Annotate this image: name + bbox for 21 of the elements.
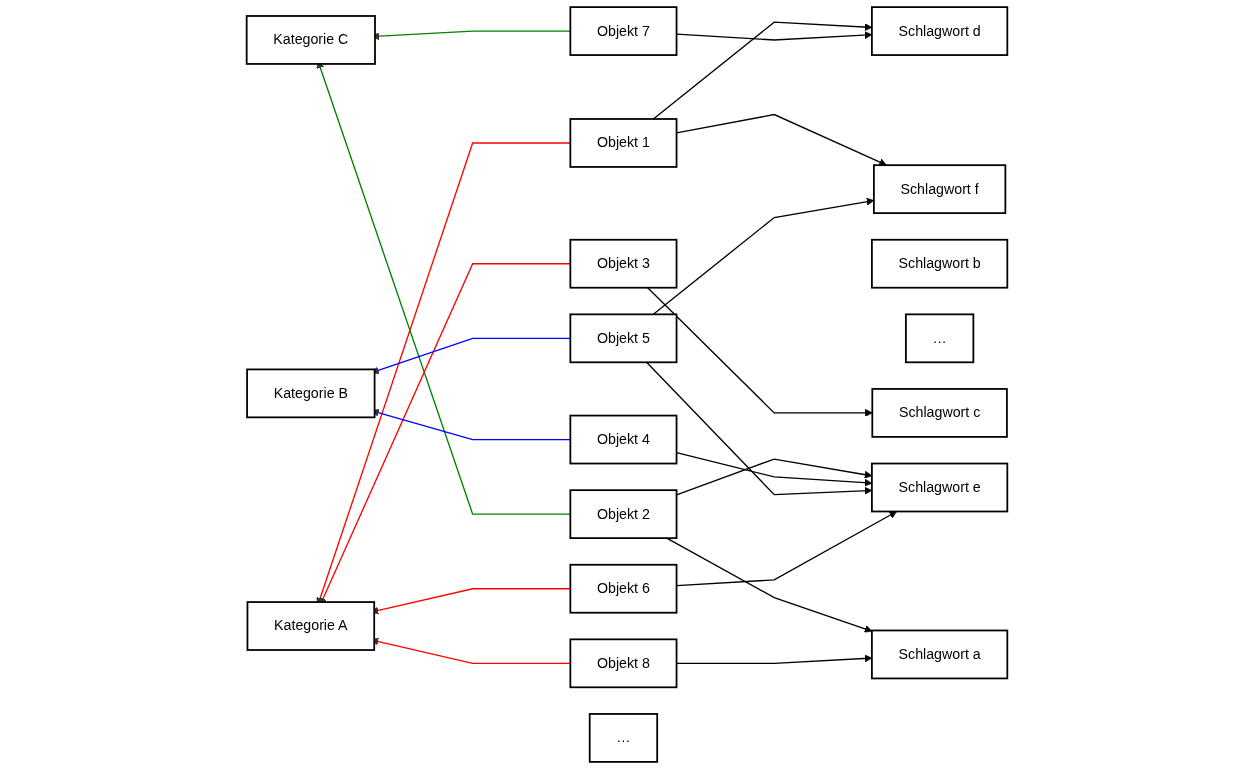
- node-box: Schlagwort c: [871, 388, 1008, 438]
- node-box: Objekt 7: [569, 6, 678, 56]
- node-box: Schlagwort d: [871, 6, 1009, 56]
- node-box: Kategorie A: [246, 601, 376, 651]
- node-box: Kategorie B: [246, 368, 376, 419]
- node-box: Objekt 1: [569, 118, 678, 168]
- node-box: Objekt 4: [569, 414, 678, 465]
- arrow: [666, 537, 873, 633]
- node-box: Objekt 3: [569, 238, 678, 289]
- node-box: Schlagwort e: [871, 462, 1009, 513]
- node-box: …: [905, 313, 975, 364]
- node-box: Kategorie C: [245, 15, 376, 65]
- node-box: Schlagwort f: [873, 164, 1007, 214]
- node-box: Schlagwort a: [871, 629, 1009, 680]
- node-box: Objekt 6: [569, 563, 678, 614]
- node-box: Objekt 2: [569, 489, 678, 539]
- node-box: Objekt 5: [569, 313, 678, 364]
- node-box: …: [588, 713, 659, 763]
- node-box: Schlagwort b: [871, 238, 1009, 289]
- arrow: [647, 287, 873, 417]
- node-box: Objekt 8: [569, 638, 678, 689]
